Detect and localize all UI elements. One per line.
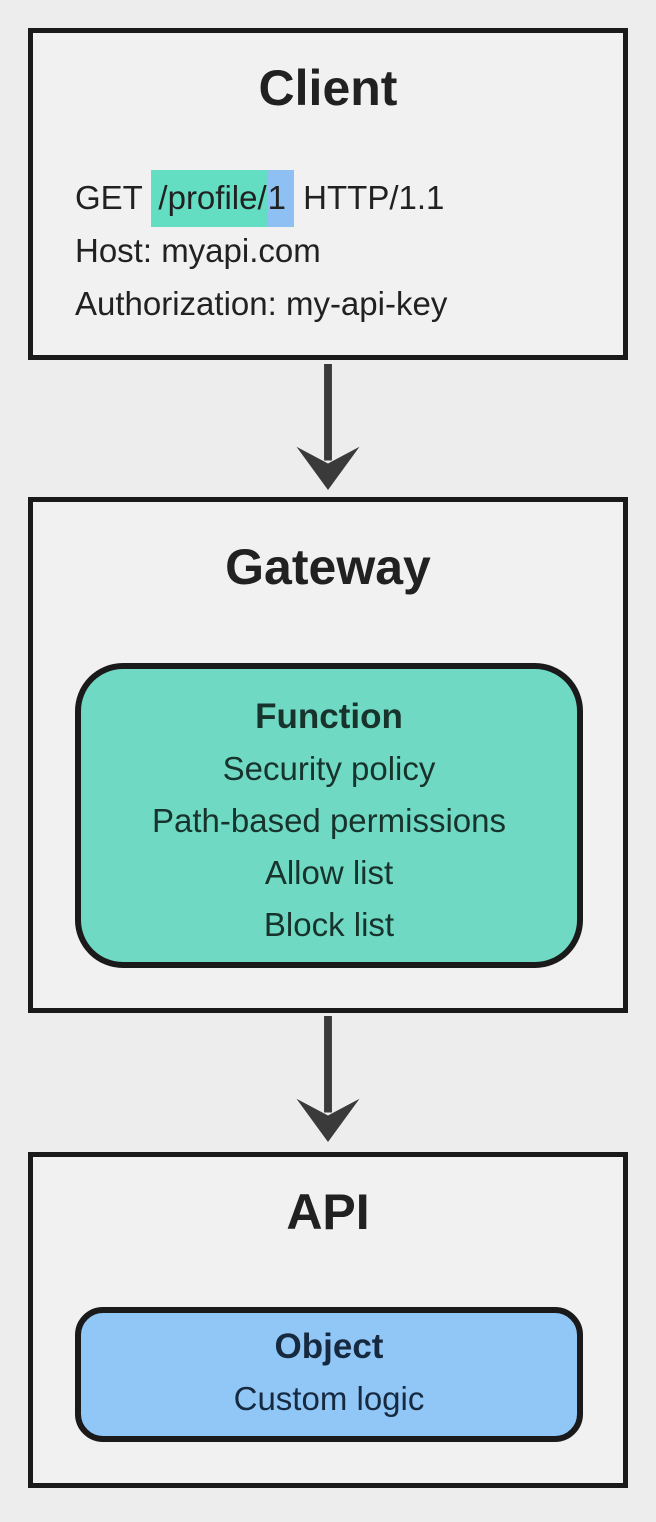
- path-highlight: /profile/: [151, 170, 267, 227]
- resource-id-highlight: 1: [266, 170, 294, 227]
- gateway-node: Gateway Function Security policy Path-ba…: [28, 497, 628, 1013]
- client-node: Client GET /profile/1 HTTP/1.1 Host: mya…: [28, 28, 628, 360]
- function-item-block-list: Block list: [263, 906, 395, 943]
- api-node: API Object Custom logic: [28, 1152, 628, 1488]
- object-node-title: Object: [274, 1327, 384, 1366]
- host-header: Host: myapi.com: [75, 232, 321, 269]
- http-request: GET /profile/1 HTTP/1.1 Host: myapi.com …: [75, 170, 448, 330]
- function-node: Function Security policy Path-based perm…: [75, 663, 583, 968]
- request-line: GET /profile/1 HTTP/1.1: [75, 170, 447, 227]
- client-title: Client: [258, 60, 398, 116]
- arrow-down-icon: [296, 364, 360, 491]
- authorization-header: Authorization: my-api-key: [75, 285, 448, 322]
- function-item-path-based-permissions: Path-based permissions: [151, 802, 506, 839]
- function-item-allow-list: Allow list: [264, 854, 394, 891]
- function-node-title: Function: [255, 697, 403, 736]
- object-item-custom-logic: Custom logic: [233, 1380, 425, 1417]
- function-item-security-policy: Security policy: [222, 750, 436, 787]
- http-protocol: HTTP/1.1: [294, 179, 445, 216]
- arrow-down-icon: [296, 1016, 360, 1143]
- api-title: API: [286, 1184, 370, 1240]
- gateway-title: Gateway: [225, 539, 431, 595]
- http-method: GET: [75, 179, 152, 216]
- object-node: Object Custom logic: [75, 1307, 583, 1442]
